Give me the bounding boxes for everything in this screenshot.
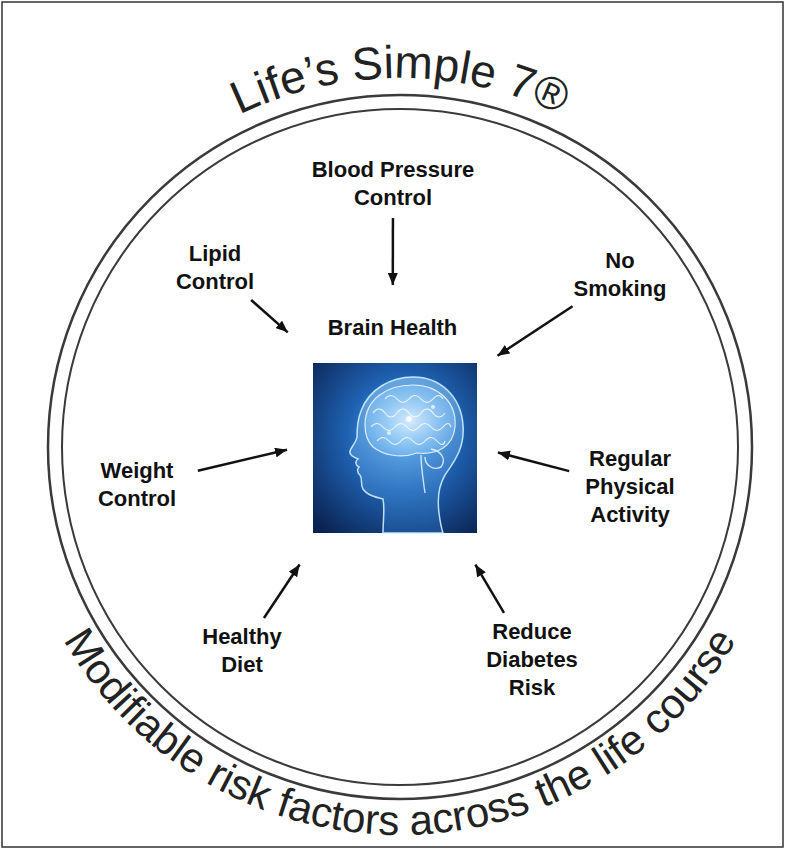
factor-node: No Smoking: [568, 247, 673, 303]
glow-dot: [406, 416, 412, 422]
factor-node: Lipid Control: [165, 240, 265, 296]
arrow-connector: [498, 453, 569, 472]
node-label: No Smoking: [568, 247, 673, 303]
node-label: Blood Pressure Control: [298, 156, 488, 212]
arrow-connector: [264, 564, 300, 618]
title: Life’s Simple 7®: [222, 36, 577, 124]
factor-node: Regular Physical Activity: [575, 445, 685, 529]
glow-dot: [431, 405, 435, 409]
inner-ring: [62, 109, 738, 785]
brain-folds: [371, 396, 451, 445]
center-node: Brain Health: [290, 288, 495, 562]
brain-illustration: [313, 363, 477, 533]
arc-text-group: Life’s Simple 7® Modifiable risk factors …: [55, 36, 744, 844]
arrow-connector: [392, 218, 395, 285]
glow-dot: [387, 431, 391, 435]
arc-caption: Modifiable risk factors across the life …: [55, 620, 744, 844]
brain-shape: [365, 385, 455, 456]
factor-node: Healthy Diet: [192, 623, 292, 679]
head-silhouette: [350, 377, 463, 533]
arrow-connector: [251, 300, 288, 332]
node-label: Brain Health: [290, 314, 495, 342]
node-label: Regular Physical Activity: [575, 445, 685, 529]
illustration-background: [313, 363, 477, 533]
brain-stem: [421, 449, 443, 493]
node-label: Weight Control: [82, 457, 192, 513]
node-label: Reduce Diabetes Risk: [477, 618, 587, 702]
arrow-connector: [475, 565, 504, 613]
outer-ring: [48, 95, 752, 799]
arrow-connector: [498, 306, 573, 355]
factor-node: Weight Control: [82, 457, 192, 513]
arrow-connector: [198, 450, 287, 471]
factor-node: Reduce Diabetes Risk: [477, 618, 587, 702]
node-label: Healthy Diet: [192, 623, 292, 679]
node-label: Lipid Control: [165, 240, 265, 296]
factor-node: Blood Pressure Control: [298, 156, 488, 212]
